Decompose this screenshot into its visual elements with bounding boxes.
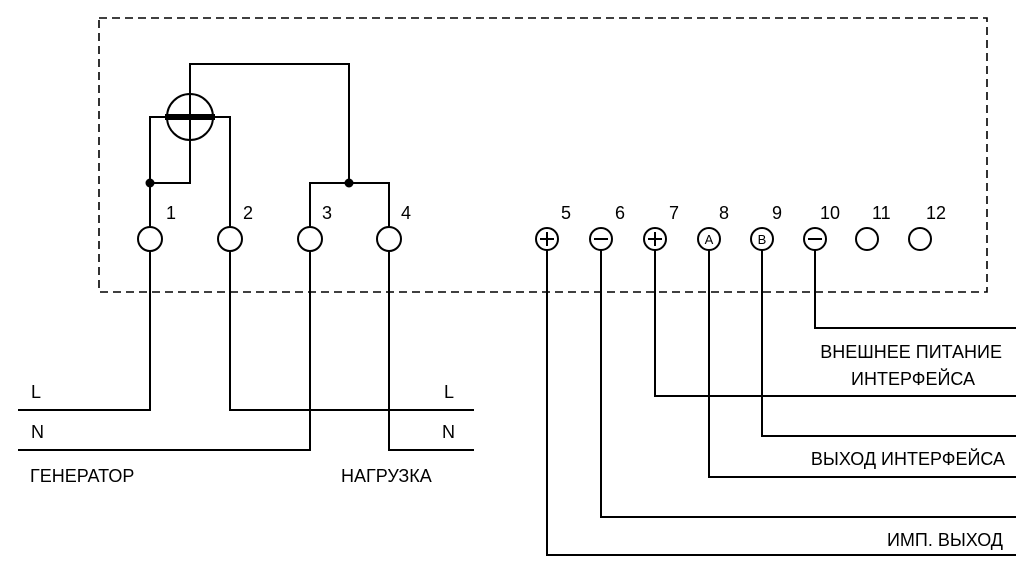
external-wiring bbox=[18, 250, 1016, 556]
terminal-symbol-a: A bbox=[705, 232, 714, 247]
meter-housing-outline bbox=[98, 17, 988, 293]
terminal-4: 4 bbox=[376, 203, 411, 252]
terminal-5: 5 bbox=[535, 203, 571, 251]
line-label-n-load: N bbox=[442, 422, 455, 442]
terminal-number: 8 bbox=[719, 203, 729, 223]
external-power-label-line1: ВНЕШНЕЕ ПИТАНИЕ bbox=[820, 342, 1002, 362]
terminal-number: 6 bbox=[615, 203, 625, 223]
internal-wiring bbox=[145, 63, 390, 228]
terminal-8: A 8 bbox=[697, 203, 729, 251]
terminal-number: 10 bbox=[820, 203, 840, 223]
plus-icon bbox=[648, 232, 662, 246]
terminal-1: 1 bbox=[137, 203, 176, 252]
junction-dot bbox=[344, 178, 354, 188]
interface-output-label: ВЫХОД ИНТЕРФЕЙСА bbox=[811, 448, 1005, 469]
terminal-11: 11 bbox=[855, 203, 891, 251]
junction-dot bbox=[145, 178, 155, 188]
pulse-output-label: ИМП. ВЫХОД bbox=[887, 530, 1003, 550]
terminal-10: 10 bbox=[803, 203, 840, 251]
terminal-2: 2 bbox=[217, 203, 253, 252]
terminal-number: 4 bbox=[401, 203, 411, 223]
terminal-number: 3 bbox=[322, 203, 332, 223]
plus-icon bbox=[540, 232, 554, 246]
generator-label: ГЕНЕРАТОР bbox=[30, 466, 134, 486]
terminal-3: 3 bbox=[297, 203, 332, 252]
line-label-l-load: L bbox=[444, 382, 454, 402]
terminal-12: 12 bbox=[908, 203, 946, 251]
external-power-label-line2: ИНТЕРФЕЙСА bbox=[851, 368, 975, 389]
load-label: НАГРУЗКА bbox=[341, 466, 432, 486]
terminal-number: 11 bbox=[872, 203, 891, 223]
terminal-number: 1 bbox=[166, 203, 176, 223]
line-label-n-generator: N bbox=[31, 422, 44, 442]
terminal-number: 9 bbox=[772, 203, 782, 223]
terminal-number: 7 bbox=[669, 203, 679, 223]
terminal-9: B 9 bbox=[750, 203, 782, 251]
terminal-number: 2 bbox=[243, 203, 253, 223]
terminal-number: 5 bbox=[561, 203, 571, 223]
terminal-7: 7 bbox=[643, 203, 679, 251]
terminal-number: 12 bbox=[926, 203, 946, 223]
measuring-element-icon bbox=[165, 93, 215, 141]
line-label-l-generator: L bbox=[31, 382, 41, 402]
terminal-symbol-b: B bbox=[758, 232, 767, 247]
terminal-6: 6 bbox=[589, 203, 625, 251]
